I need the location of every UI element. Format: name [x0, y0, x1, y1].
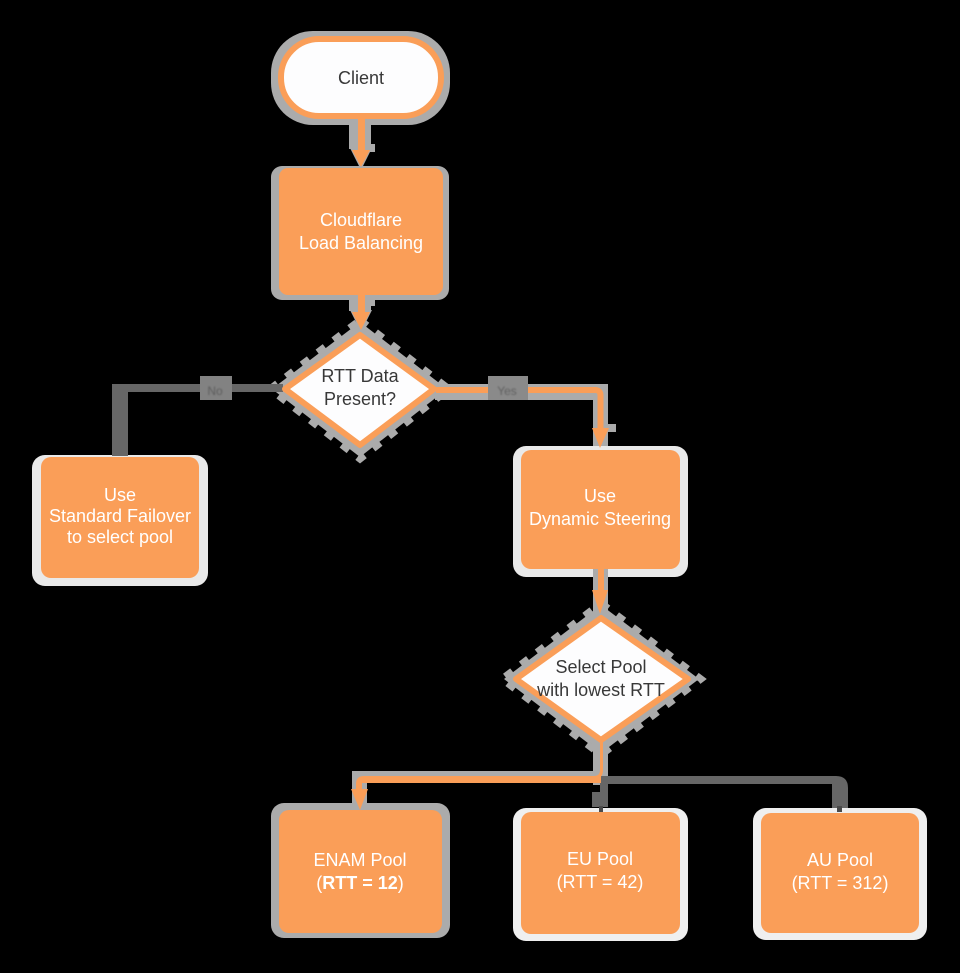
svg-text:AU Pool: AU Pool [807, 850, 873, 870]
svg-text:Present?: Present? [324, 389, 396, 409]
svg-text:Dynamic Steering: Dynamic Steering [529, 509, 671, 529]
svg-text:Yes: Yes [497, 384, 517, 398]
svg-text:Cloudflare: Cloudflare [320, 210, 402, 230]
svg-text:ENAM Pool: ENAM Pool [313, 850, 406, 870]
svg-text:(RTT = 12): (RTT = 12) [316, 873, 404, 893]
svg-text:EU Pool: EU Pool [567, 849, 633, 869]
svg-text:Select Pool: Select Pool [555, 657, 646, 677]
svg-text:(RTT = 312): (RTT = 312) [792, 873, 889, 893]
svg-text:Use: Use [104, 485, 136, 505]
svg-text:Use: Use [584, 486, 616, 506]
svg-text:to select pool: to select pool [67, 527, 173, 547]
svg-text:Client: Client [338, 68, 384, 88]
svg-text:(RTT = 42): (RTT = 42) [557, 872, 644, 892]
svg-text:Standard Failover: Standard Failover [49, 506, 191, 526]
svg-text:Load Balancing: Load Balancing [299, 233, 423, 253]
svg-text:No: No [207, 384, 223, 398]
svg-text:RTT Data: RTT Data [321, 366, 399, 386]
svg-text:with lowest RTT: with lowest RTT [536, 680, 665, 700]
